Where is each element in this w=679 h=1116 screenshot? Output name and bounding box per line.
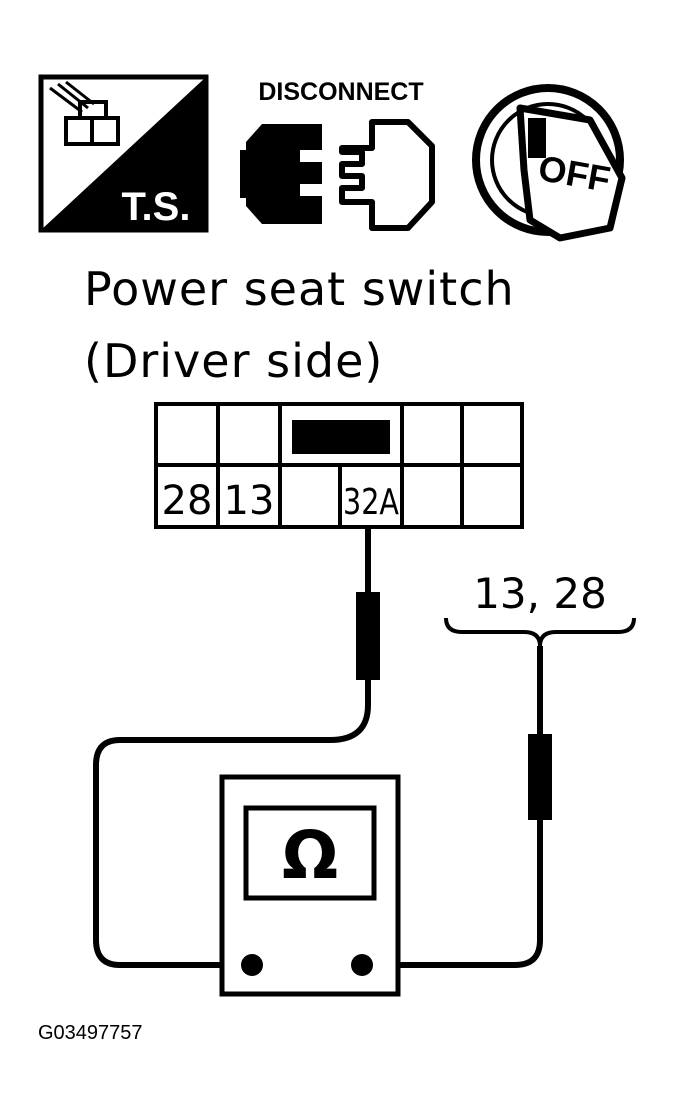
- probe-lead-right: [362, 646, 552, 968]
- disconnect-icon-label: DISCONNECT: [258, 78, 423, 106]
- connector-disconnect-icon: DISCONNECT: [240, 78, 435, 231]
- plug-right-half: [339, 119, 435, 231]
- connector-face: [154, 402, 524, 529]
- ohm-symbol: Ω: [282, 817, 338, 894]
- terminal-28-label: 28: [162, 478, 213, 524]
- meter-jack-right: [351, 954, 373, 976]
- probe-lines-icon: [49, 80, 95, 114]
- title-line-1: Power seat switch: [84, 262, 515, 316]
- ts-icon-label: T.S.: [122, 185, 191, 229]
- ohmmeter: Ω: [219, 774, 401, 997]
- terminal-32a-label: 32A: [343, 482, 399, 523]
- plug-left-half: [246, 124, 322, 224]
- title-line-2: (Driver side): [84, 334, 384, 388]
- probe-label: 13, 28: [473, 569, 607, 618]
- ohmmeter-display: [243, 805, 377, 901]
- terminal-13-label: 13: [224, 478, 275, 524]
- probe-lead-left: [93, 527, 380, 968]
- figure-id: G03497757: [38, 1022, 143, 1044]
- technical-service-icon: T.S.: [38, 74, 209, 233]
- terminal-group-brace: [444, 617, 636, 647]
- ignition-key-off-icon: OFF: [472, 84, 626, 242]
- connector-lock-tab: [292, 420, 390, 454]
- meter-jack-left: [241, 954, 263, 976]
